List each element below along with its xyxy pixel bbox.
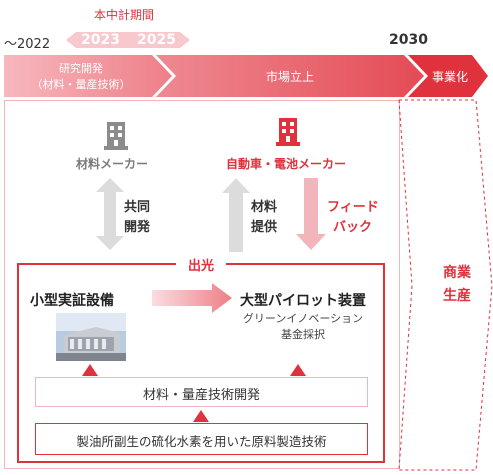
up-triangle bbox=[193, 410, 209, 422]
auto-battery-maker-label: 自動車・電池メーカー bbox=[226, 157, 347, 171]
year-2023: 2023 bbox=[81, 32, 120, 48]
gi-fund-line2: 基金採択 bbox=[281, 328, 325, 341]
feedback-line1: フィード bbox=[327, 200, 379, 215]
phase-research-line1: 研究開発 bbox=[59, 62, 103, 75]
up-triangle bbox=[82, 364, 98, 376]
material-supply-line1: 材料 bbox=[251, 200, 278, 215]
raw-material-tech-label: 製油所副生の硫化水素を用いた原料製造技術 bbox=[76, 434, 327, 449]
feedback-line2: バック bbox=[333, 220, 373, 235]
up-triangle bbox=[290, 364, 306, 376]
idemitsu-title: 出光 bbox=[176, 255, 226, 274]
raw-material-tech-box bbox=[35, 423, 368, 455]
phase-market: 市場立上 bbox=[266, 70, 315, 84]
tech-dev-label: 材料・量産技術開発 bbox=[142, 388, 260, 403]
plan-period-label: 本中計期間 bbox=[94, 8, 155, 22]
gi-fund-line1: グリーンイノベーション bbox=[242, 312, 364, 325]
joint-dev-line2: 開発 bbox=[124, 220, 151, 235]
year-2025: 2025 bbox=[137, 32, 176, 48]
building-icon bbox=[104, 122, 128, 150]
material-supply-line2: 提供 bbox=[251, 220, 278, 235]
plan-period-arrow bbox=[66, 32, 190, 48]
phase-research-line2: （材料・量産技術） bbox=[31, 78, 131, 91]
commercial-line2: 生産 bbox=[443, 288, 471, 304]
materials-maker-label: 材料メーカー bbox=[76, 157, 149, 171]
tech-dev-box bbox=[35, 377, 368, 407]
small-facility-label: 小型実証設備 bbox=[30, 293, 114, 309]
phase-business: 事業化 bbox=[432, 70, 469, 84]
year-2030: 2030 bbox=[389, 32, 428, 48]
pilot-facility-label: 大型パイロット装置 bbox=[240, 293, 366, 309]
joint-dev-line1: 共同 bbox=[124, 200, 151, 215]
facility-photo bbox=[56, 313, 126, 361]
year-start: ～2022 bbox=[4, 37, 51, 52]
commercial-line1: 商業 bbox=[443, 265, 471, 281]
building-icon bbox=[276, 118, 300, 146]
